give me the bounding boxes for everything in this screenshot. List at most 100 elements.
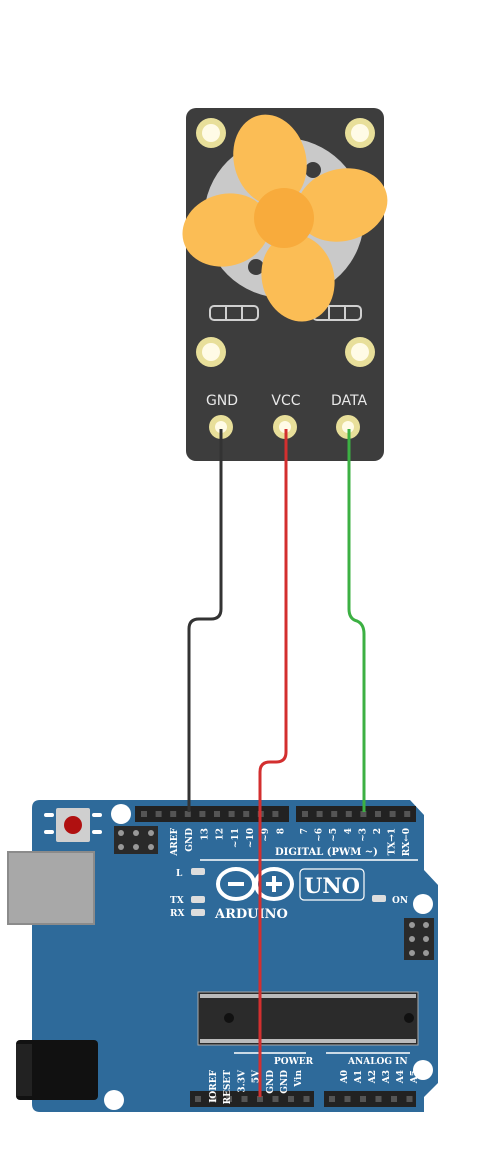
pin-pad-data[interactable] bbox=[336, 415, 360, 439]
digital-pin-socket[interactable] bbox=[272, 811, 279, 817]
digital-pin-label: 4 bbox=[344, 828, 354, 834]
bottom-pin-sockets[interactable] bbox=[195, 1096, 413, 1102]
digital-header-left bbox=[135, 806, 289, 822]
wire-data[interactable] bbox=[347, 429, 366, 812]
bottom-pin-socket[interactable] bbox=[210, 1096, 217, 1102]
reset-button[interactable] bbox=[56, 808, 90, 842]
digital-pin-socket[interactable] bbox=[404, 811, 411, 817]
digital-pin-socket[interactable] bbox=[199, 811, 206, 817]
digital-pin-socket[interactable] bbox=[184, 811, 191, 817]
power-pin-label: IOREF bbox=[209, 1069, 219, 1102]
digital-label: DIGITAL (PWM ~) bbox=[275, 847, 378, 858]
wire-vcc[interactable] bbox=[258, 429, 288, 1097]
digital-pin-label: ~11 bbox=[231, 828, 241, 848]
bottom-pin-socket[interactable] bbox=[241, 1096, 248, 1102]
digital-pin-socket[interactable] bbox=[214, 811, 220, 817]
bottom-pin-socket[interactable] bbox=[329, 1096, 335, 1102]
digital-pin-socket[interactable] bbox=[345, 811, 352, 817]
analog-pin-label: A1 bbox=[354, 1070, 364, 1084]
digital-header-right bbox=[296, 806, 416, 822]
wire-gnd[interactable] bbox=[187, 429, 223, 812]
dc-jack-rim bbox=[16, 1044, 32, 1096]
digital-pin-socket[interactable] bbox=[316, 811, 323, 817]
bottom-pin-socket[interactable] bbox=[344, 1096, 351, 1102]
power-pin-label: Vin bbox=[294, 1070, 304, 1088]
analog-pin-label: A4 bbox=[396, 1070, 406, 1084]
bottom-pin-socket[interactable] bbox=[272, 1096, 279, 1102]
bottom-pin-socket[interactable] bbox=[195, 1096, 201, 1102]
dc-power-jack bbox=[16, 1040, 98, 1100]
led-l bbox=[191, 868, 205, 875]
digital-pin-label: ~6 bbox=[315, 828, 325, 842]
digital-pin-label: 13 bbox=[200, 828, 210, 841]
reset-leads bbox=[44, 813, 102, 834]
digital-pin-label: ~3 bbox=[358, 828, 368, 842]
digital-pin-socket[interactable] bbox=[331, 811, 338, 817]
digital-pin-label: 8 bbox=[276, 828, 286, 834]
digital-pin-socket[interactable] bbox=[375, 811, 381, 817]
analog-header bbox=[324, 1091, 416, 1107]
bottom-pin-socket[interactable] bbox=[303, 1096, 310, 1102]
bottom-pin-socket[interactable] bbox=[406, 1096, 413, 1102]
analog-pin-label: A5 bbox=[410, 1070, 420, 1084]
bottom-pin-socket[interactable] bbox=[391, 1096, 397, 1102]
brand-label: ARDUINO bbox=[214, 907, 288, 922]
bottom-pin-socket[interactable] bbox=[288, 1096, 294, 1102]
digital-pin-label: 7 bbox=[300, 828, 310, 834]
model-label: UNO bbox=[304, 873, 360, 898]
digital-pin-label: ~10 bbox=[246, 828, 256, 848]
power-pin-label: GND bbox=[280, 1070, 290, 1094]
digital-pin-socket[interactable] bbox=[170, 811, 177, 817]
digital-pin-sockets[interactable] bbox=[141, 811, 411, 817]
arduino-logo-icon bbox=[216, 867, 294, 901]
analog-pin-label: A2 bbox=[368, 1070, 378, 1084]
fan-module: GND VCC DATA bbox=[182, 108, 388, 461]
mounting-hole bbox=[345, 337, 375, 367]
wires bbox=[187, 429, 366, 1097]
digital-pin-label: ~9 bbox=[261, 828, 271, 842]
digital-pin-label: 2 bbox=[373, 828, 383, 834]
connector-footprint bbox=[209, 305, 259, 321]
power-pin-label: 3.3V bbox=[237, 1069, 247, 1093]
bottom-pin-socket[interactable] bbox=[257, 1096, 263, 1102]
usb-port bbox=[7, 851, 95, 925]
digital-pin-label: TX→1 bbox=[388, 828, 398, 855]
pin-pad-gnd[interactable] bbox=[209, 415, 233, 439]
led-rx bbox=[191, 909, 205, 916]
analog-pin-label: A0 bbox=[340, 1070, 350, 1084]
power-pin-label: GND bbox=[266, 1070, 276, 1094]
pin-label-gnd: GND bbox=[206, 393, 238, 409]
motor-screw bbox=[248, 259, 264, 275]
bottom-pin-socket[interactable] bbox=[226, 1096, 232, 1102]
digital-pin-socket[interactable] bbox=[228, 811, 235, 817]
led-tx bbox=[191, 896, 205, 903]
on-label: ON bbox=[392, 896, 408, 906]
digital-pin-socket[interactable] bbox=[141, 811, 147, 817]
led-rx-label: RX bbox=[170, 909, 184, 919]
digital-pin-socket[interactable] bbox=[389, 811, 396, 817]
mounting-hole bbox=[345, 118, 375, 148]
analog-label: ANALOG IN bbox=[347, 1057, 408, 1067]
digital-pin-socket[interactable] bbox=[243, 811, 250, 817]
motor-screw bbox=[305, 162, 321, 178]
led-l-label: L bbox=[176, 869, 183, 879]
digital-pin-socket[interactable] bbox=[360, 811, 367, 817]
digital-pin-label: RX←0 bbox=[402, 828, 412, 856]
digital-pin-socket[interactable] bbox=[302, 811, 308, 817]
digital-pin-label: ~5 bbox=[329, 828, 339, 842]
pin-pad-vcc[interactable] bbox=[273, 415, 297, 439]
board-hole bbox=[413, 1060, 433, 1080]
digital-pin-socket[interactable] bbox=[155, 811, 162, 817]
mounting-hole bbox=[196, 337, 226, 367]
bottom-pin-socket[interactable] bbox=[375, 1096, 382, 1102]
bottom-pin-socket[interactable] bbox=[360, 1096, 366, 1102]
power-pin-label: 5V bbox=[252, 1069, 262, 1083]
fan-hub bbox=[254, 188, 314, 248]
pin-label-data: DATA bbox=[331, 393, 367, 409]
icsp-header bbox=[114, 826, 158, 854]
mounting-hole bbox=[196, 118, 226, 148]
power-header bbox=[190, 1091, 314, 1107]
